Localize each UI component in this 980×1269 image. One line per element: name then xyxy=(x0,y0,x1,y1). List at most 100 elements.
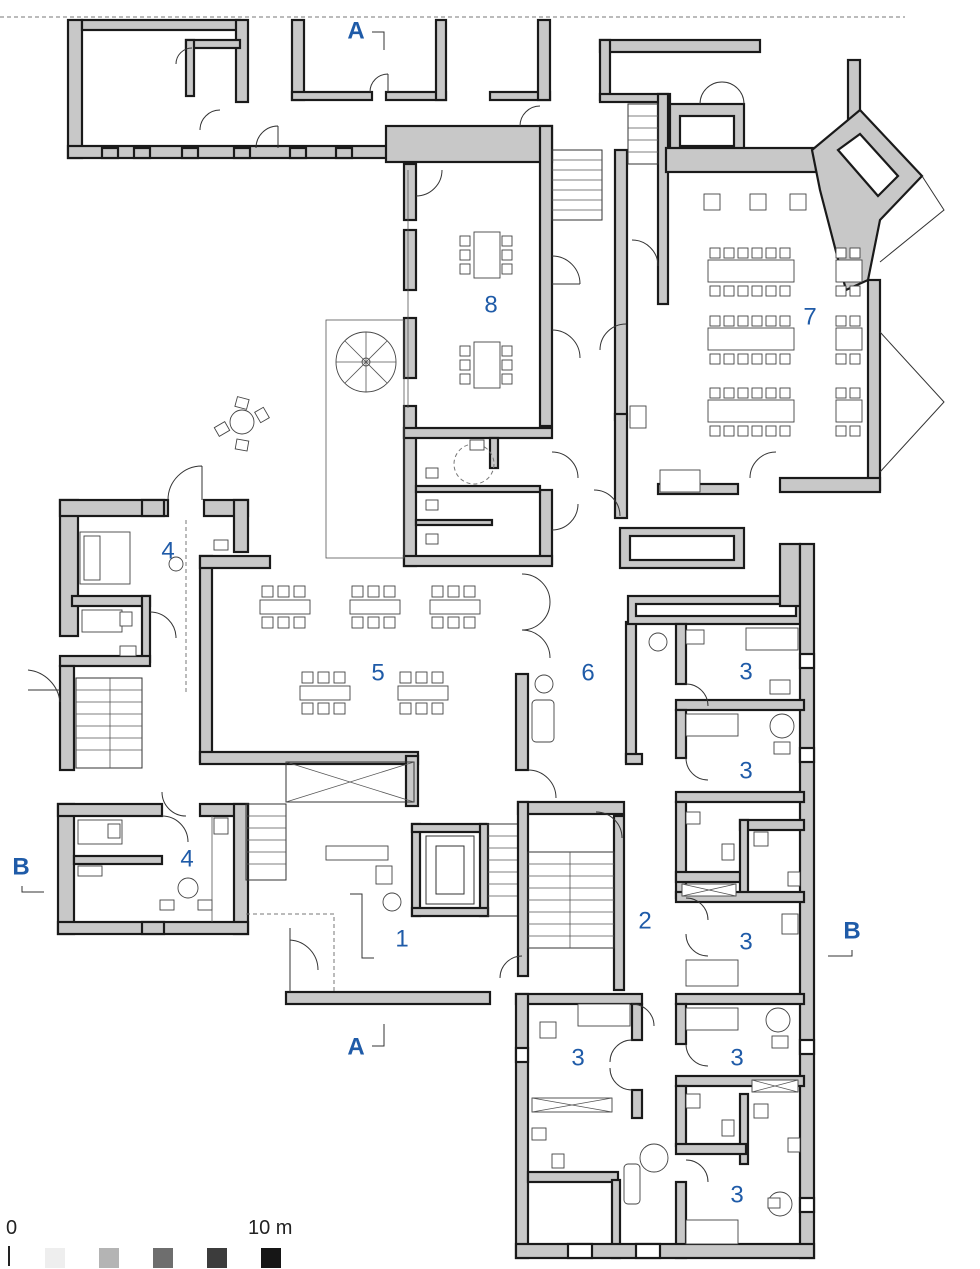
stair-left xyxy=(75,677,143,769)
scale-swatch xyxy=(261,1248,281,1268)
chair xyxy=(765,425,777,437)
chair xyxy=(709,353,721,365)
chair xyxy=(737,285,749,297)
room-5-doors xyxy=(521,573,557,799)
chair xyxy=(765,285,777,297)
chair xyxy=(765,387,777,399)
chair xyxy=(293,585,306,598)
chair xyxy=(849,247,861,259)
chair xyxy=(779,285,791,297)
chair xyxy=(849,425,861,437)
section-marker-b-right: B xyxy=(843,917,860,944)
room-label-3f: 3 xyxy=(730,1181,743,1208)
chair xyxy=(415,702,428,715)
stair-top xyxy=(551,103,659,221)
chair xyxy=(709,247,721,259)
chair xyxy=(399,671,412,684)
chair xyxy=(317,702,330,715)
chair xyxy=(431,671,444,684)
chair xyxy=(835,315,847,327)
chair xyxy=(779,425,791,437)
room-label-1: 1 xyxy=(395,925,408,952)
chair xyxy=(723,247,735,259)
scale-swatch xyxy=(99,1248,119,1268)
room-label-6: 6 xyxy=(581,659,594,686)
room-1-walls xyxy=(284,822,492,1006)
stair-central xyxy=(527,851,615,949)
top-wing-walls xyxy=(66,18,862,428)
room-7-bay-2 xyxy=(879,175,945,263)
room-label-4b: 4 xyxy=(180,845,193,872)
chair xyxy=(333,702,346,715)
chair xyxy=(723,425,735,437)
room-label-3a: 3 xyxy=(739,658,752,685)
room-7-doors xyxy=(593,239,777,517)
chair xyxy=(301,671,314,684)
room-label-3d: 3 xyxy=(571,1044,584,1071)
chair xyxy=(835,425,847,437)
room-1-door xyxy=(289,928,319,992)
chair xyxy=(709,425,721,437)
table xyxy=(349,599,401,615)
table xyxy=(299,685,351,701)
chair xyxy=(709,387,721,399)
chair xyxy=(737,425,749,437)
chair xyxy=(367,585,380,598)
chair xyxy=(383,585,396,598)
chair xyxy=(333,671,346,684)
chair xyxy=(779,247,791,259)
terrace xyxy=(325,319,405,559)
chair xyxy=(447,616,460,629)
chair xyxy=(723,387,735,399)
room-1-section-bracket xyxy=(350,893,374,959)
scale-swatch xyxy=(45,1248,65,1268)
chair xyxy=(351,616,364,629)
chair xyxy=(277,585,290,598)
chair xyxy=(737,247,749,259)
chair xyxy=(709,315,721,327)
chair xyxy=(463,585,476,598)
room-4b-door2 xyxy=(161,791,187,817)
chair xyxy=(463,616,476,629)
chair xyxy=(723,353,735,365)
room-7-furniture xyxy=(629,193,863,493)
chair xyxy=(261,585,274,598)
toilets-8 xyxy=(425,439,495,545)
top-doors xyxy=(175,47,745,149)
section-marker-a-top: A xyxy=(347,17,364,44)
room-8-tables xyxy=(459,231,513,389)
room-8-doors xyxy=(415,169,581,359)
chair xyxy=(751,353,763,365)
chair xyxy=(261,616,274,629)
chair xyxy=(765,353,777,365)
room-label-3e: 3 xyxy=(730,1044,743,1071)
room-4a-door2 xyxy=(149,611,177,639)
stair-main xyxy=(245,761,521,917)
chair xyxy=(835,247,847,259)
east-wing-doors xyxy=(609,683,709,1183)
room-label-7: 7 xyxy=(803,303,816,330)
room-4b-walls xyxy=(56,802,250,936)
chair xyxy=(383,616,396,629)
chair xyxy=(751,247,763,259)
section-markers: A A B B xyxy=(12,17,860,1060)
room-label-3b: 3 xyxy=(739,757,752,784)
chair xyxy=(431,702,444,715)
table xyxy=(397,685,449,701)
chair xyxy=(835,285,847,297)
room-6-furniture xyxy=(531,674,555,743)
outdoor-table xyxy=(213,396,270,452)
chair xyxy=(301,702,314,715)
side-door xyxy=(27,669,61,703)
chair xyxy=(765,315,777,327)
room-label-3c: 3 xyxy=(739,928,752,955)
room-4a-furniture xyxy=(79,531,229,657)
chair xyxy=(447,585,460,598)
chair xyxy=(849,387,861,399)
corridor-doors xyxy=(551,451,579,531)
room-2-walls xyxy=(516,620,644,992)
east-wing-walls xyxy=(514,542,816,1260)
room-label-2: 2 xyxy=(638,907,651,934)
chair xyxy=(751,285,763,297)
